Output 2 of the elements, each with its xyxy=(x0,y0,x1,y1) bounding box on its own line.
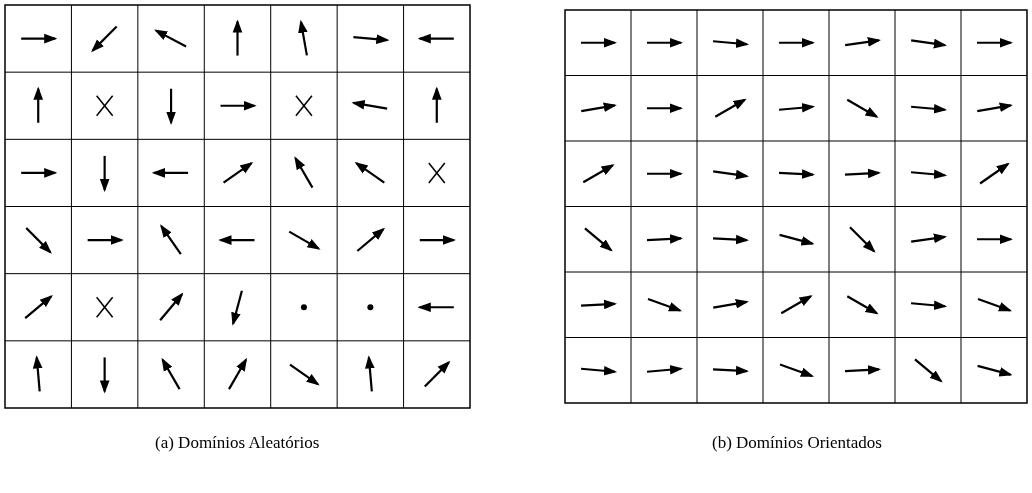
figure-caption: (b) Domínios Orientados xyxy=(712,433,882,453)
figure-caption: (a) Domínios Aleatórios xyxy=(155,433,320,453)
